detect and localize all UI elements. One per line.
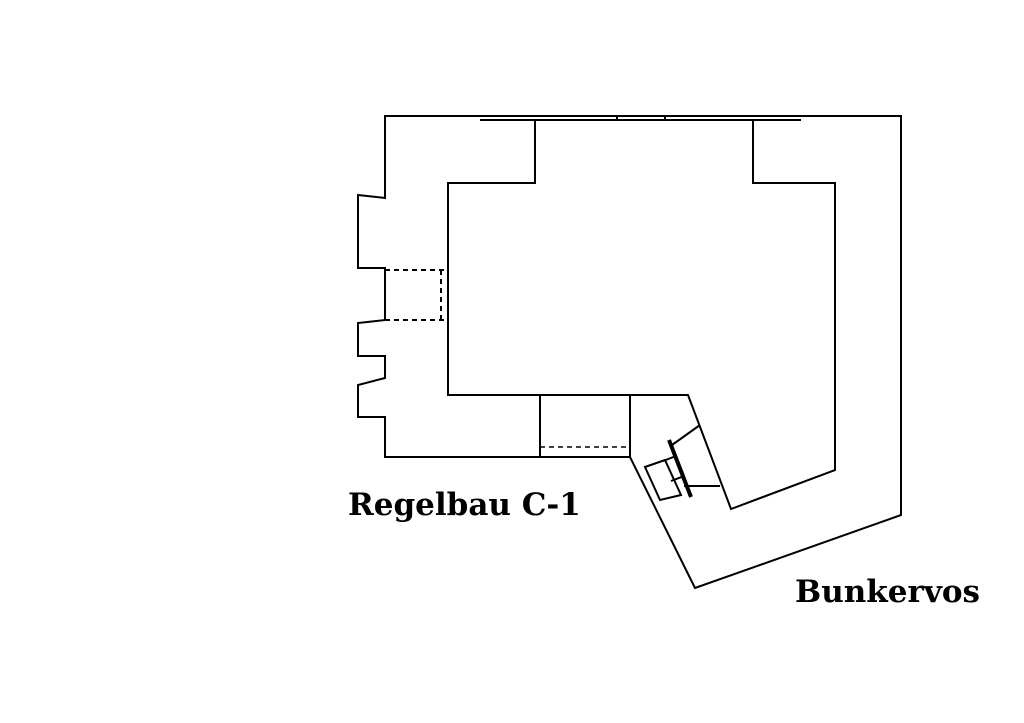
door-bar [667, 439, 693, 498]
outer-wall [357, 115, 902, 590]
hatch-diagonal-1 [671, 424, 701, 446]
drawing-credit: Bunkervos [795, 574, 980, 610]
drawing-title: Regelbau C-1 [348, 487, 581, 523]
left-passage-dashed [385, 269, 448, 321]
hatch-detail [643, 458, 683, 502]
inner-room-wall [447, 119, 836, 511]
